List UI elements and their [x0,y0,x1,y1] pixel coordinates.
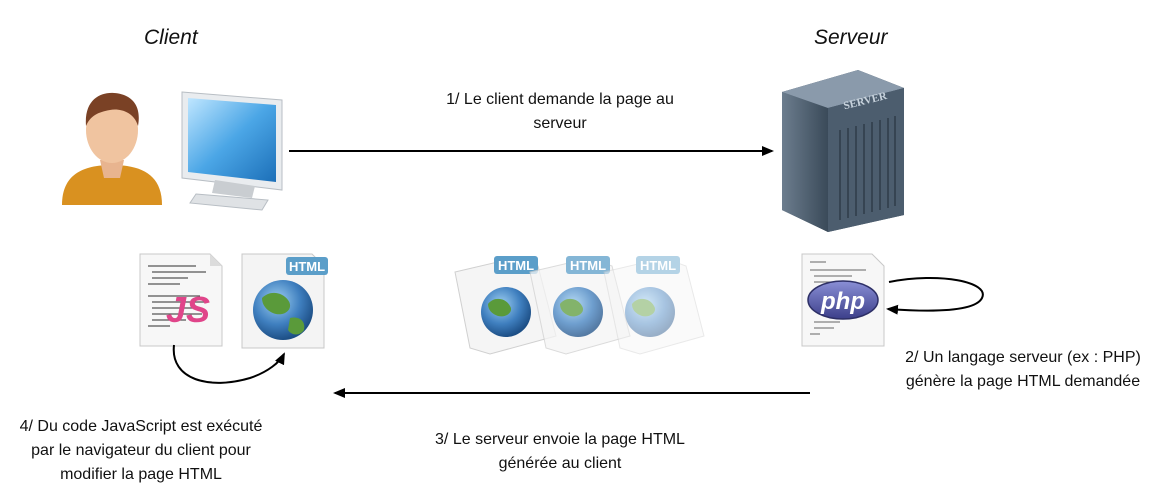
server-icon: SERVER [782,70,904,232]
html-badge-transfer-2: HTML [570,258,606,273]
html-file-icon-transfer-3: HTML [603,256,705,355]
step2-caption: 2/ Un langage serveur (ex : PHP) génère … [882,346,1164,394]
step1-line1: 1/ Le client demande la page au [446,91,674,108]
step4-line2: par le navigateur du client pour [31,442,251,459]
step3-line1: 3/ Le serveur envoie la page HTML [435,431,685,448]
step3-line2: générée au client [498,455,622,472]
html-badge-transfer-1: HTML [498,258,534,273]
php-generates-html-arrow [886,276,984,315]
step2-line2: génère la page HTML demandée [905,373,1141,390]
html-file-icon-client: HTML [241,253,328,349]
html-file-icon-transfer-1: HTML [454,256,557,355]
client-heading: Client [144,26,198,49]
php-badge: php [820,288,865,315]
computer-monitor-icon [181,91,283,211]
html-badge-transfer-3: HTML [640,258,676,273]
step4-line3: modifier la page HTML [60,466,222,483]
step1-line2: serveur [533,115,587,132]
js-modifies-html-arrow [172,344,285,384]
js-badge: JS [166,289,210,330]
step2-line1: 2/ Un langage serveur (ex : PHP) [905,349,1141,366]
step4-line1: 4/ Du code JavaScript est exécuté [19,418,263,435]
html-badge-client: HTML [289,259,325,274]
php-file-icon: php [801,253,885,347]
step3-caption: 3/ Le serveur envoie la page HTML généré… [400,428,720,476]
step4-caption: 4/ Du code JavaScript est exécuté par le… [0,415,282,487]
html-file-icon-transfer-2: HTML [529,256,631,355]
step1-caption: 1/ Le client demande la page au serveur [395,88,725,136]
javascript-file-icon: JS [139,253,223,347]
user-icon [62,92,162,205]
server-heading: Serveur [814,26,888,49]
